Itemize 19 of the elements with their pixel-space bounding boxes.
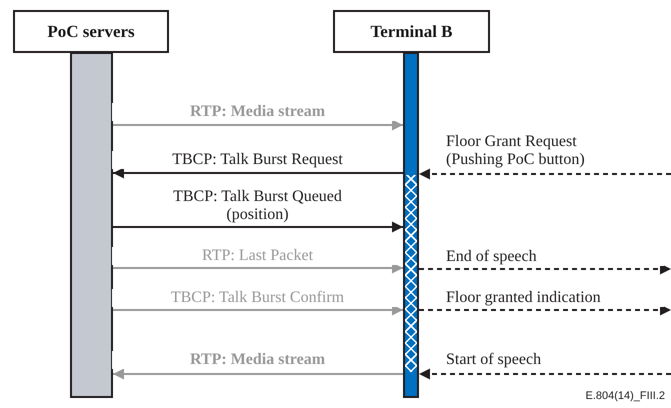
participant-box — [333, 10, 490, 53]
arrow — [113, 168, 403, 178]
edge-label: End of speech — [444, 248, 664, 266]
arrow — [113, 262, 403, 274]
arrow — [113, 368, 403, 380]
dashed-arrow — [419, 168, 671, 180]
arrow — [113, 304, 403, 316]
lifeline-bar — [403, 52, 419, 398]
dashed-arrow — [419, 368, 671, 380]
dashed-arrow — [419, 304, 671, 316]
arrow — [113, 222, 403, 232]
lifeline-bar — [70, 52, 113, 398]
participant-name: Terminal B — [370, 22, 453, 42]
participant-box — [13, 10, 169, 53]
edge-label: Floor granted indication — [444, 289, 664, 307]
figure-id: E.804(14)_FIII.2 — [586, 390, 665, 402]
participant-name: PoC servers — [47, 22, 135, 42]
dashed-arrow — [419, 264, 671, 274]
arrow — [113, 120, 403, 130]
